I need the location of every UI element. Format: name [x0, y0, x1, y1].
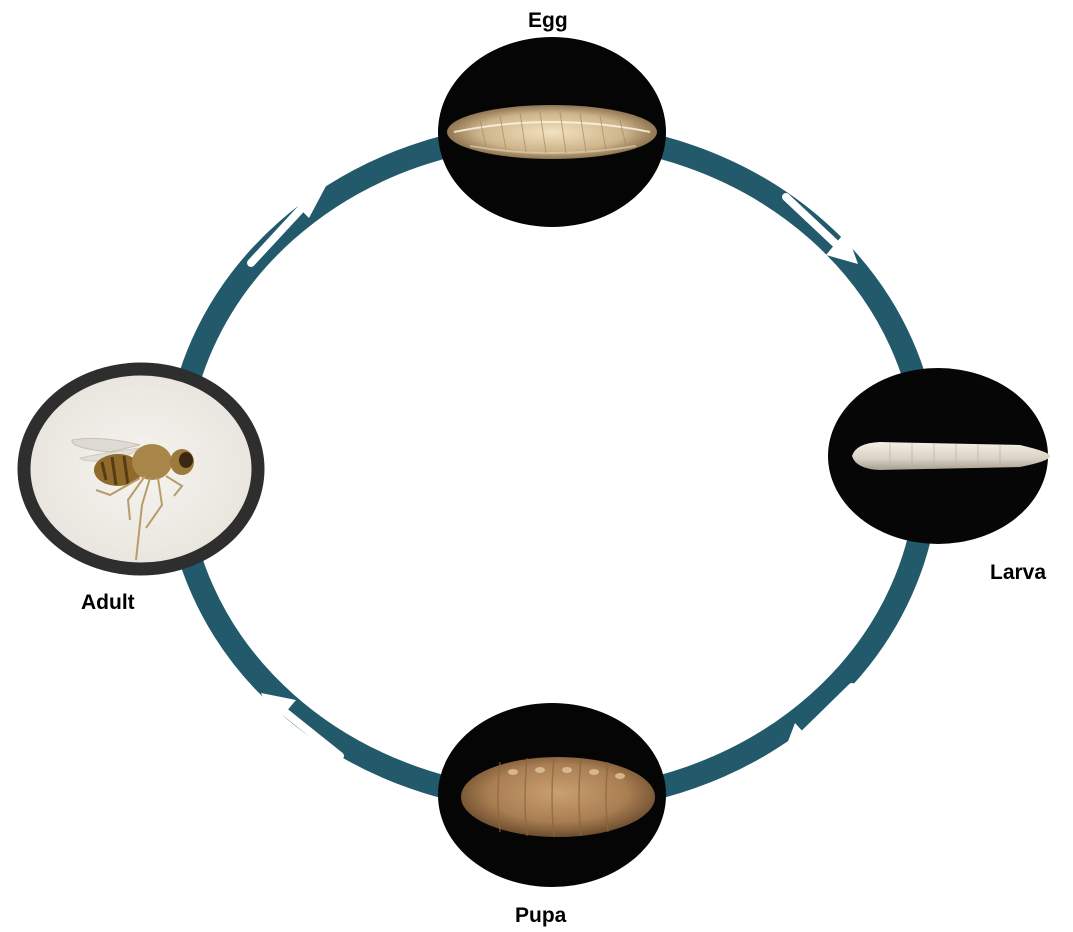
- arrow-egg-to-larva: [786, 197, 858, 264]
- larva-image: [828, 368, 1050, 544]
- arrow-adult-to-egg: [251, 186, 326, 263]
- pupa-image: [438, 703, 666, 887]
- larva-label: Larva: [990, 562, 1046, 583]
- adult-image: [24, 369, 258, 569]
- egg-label: Egg: [528, 10, 568, 31]
- adult-label: Adult: [81, 592, 135, 613]
- pupa-label: Pupa: [515, 905, 566, 926]
- egg-image: [438, 37, 666, 227]
